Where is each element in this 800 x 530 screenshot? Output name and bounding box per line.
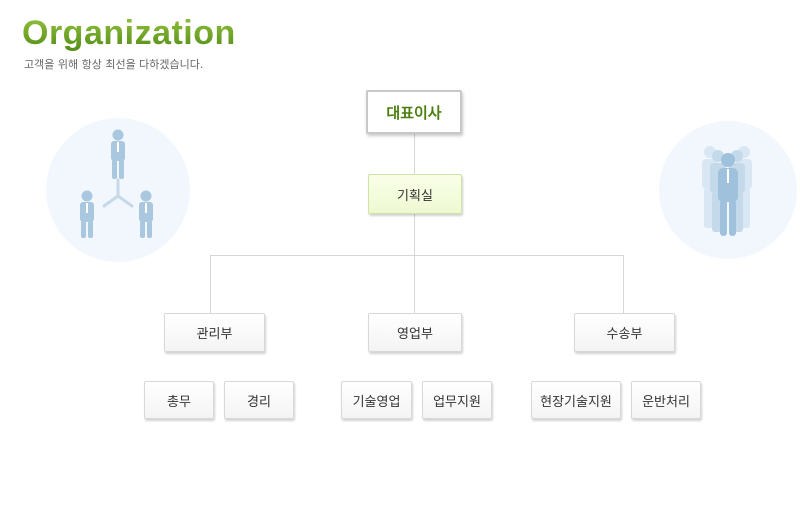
person-icon [139, 190, 153, 238]
connector-dept-1 [210, 255, 211, 313]
connector-planning-trunk [414, 214, 415, 314]
team-box-accounting[interactable]: 경리 [224, 381, 294, 419]
team-hierarchy-illustration [46, 118, 190, 262]
person-icon [718, 153, 738, 236]
team-box-field-tech-support[interactable]: 현장기술지원 [531, 381, 621, 419]
connector-dept-3 [623, 255, 624, 313]
connector-ceo-planning [414, 134, 415, 174]
dept-box-admin[interactable]: 관리부 [164, 313, 265, 352]
page-title: Organization [22, 14, 236, 52]
team-box-general-affairs[interactable]: 총무 [144, 381, 214, 419]
dept-box-transport[interactable]: 수송부 [574, 313, 675, 352]
team-box-disposal[interactable]: 운반처리 [631, 381, 701, 419]
group-of-people-illustration [659, 121, 797, 259]
team-box-tech-sales[interactable]: 기술영업 [341, 381, 412, 419]
page-subtitle: 고객을 위해 항상 최선을 다하겠습니다. [24, 58, 204, 71]
planning-box[interactable]: 기획실 [368, 174, 462, 214]
ceo-box[interactable]: 대표이사 [366, 90, 462, 134]
dept-box-sales[interactable]: 영업부 [368, 313, 462, 352]
team-box-business-support[interactable]: 업무지원 [422, 381, 492, 419]
connector-horizontal [210, 255, 624, 256]
